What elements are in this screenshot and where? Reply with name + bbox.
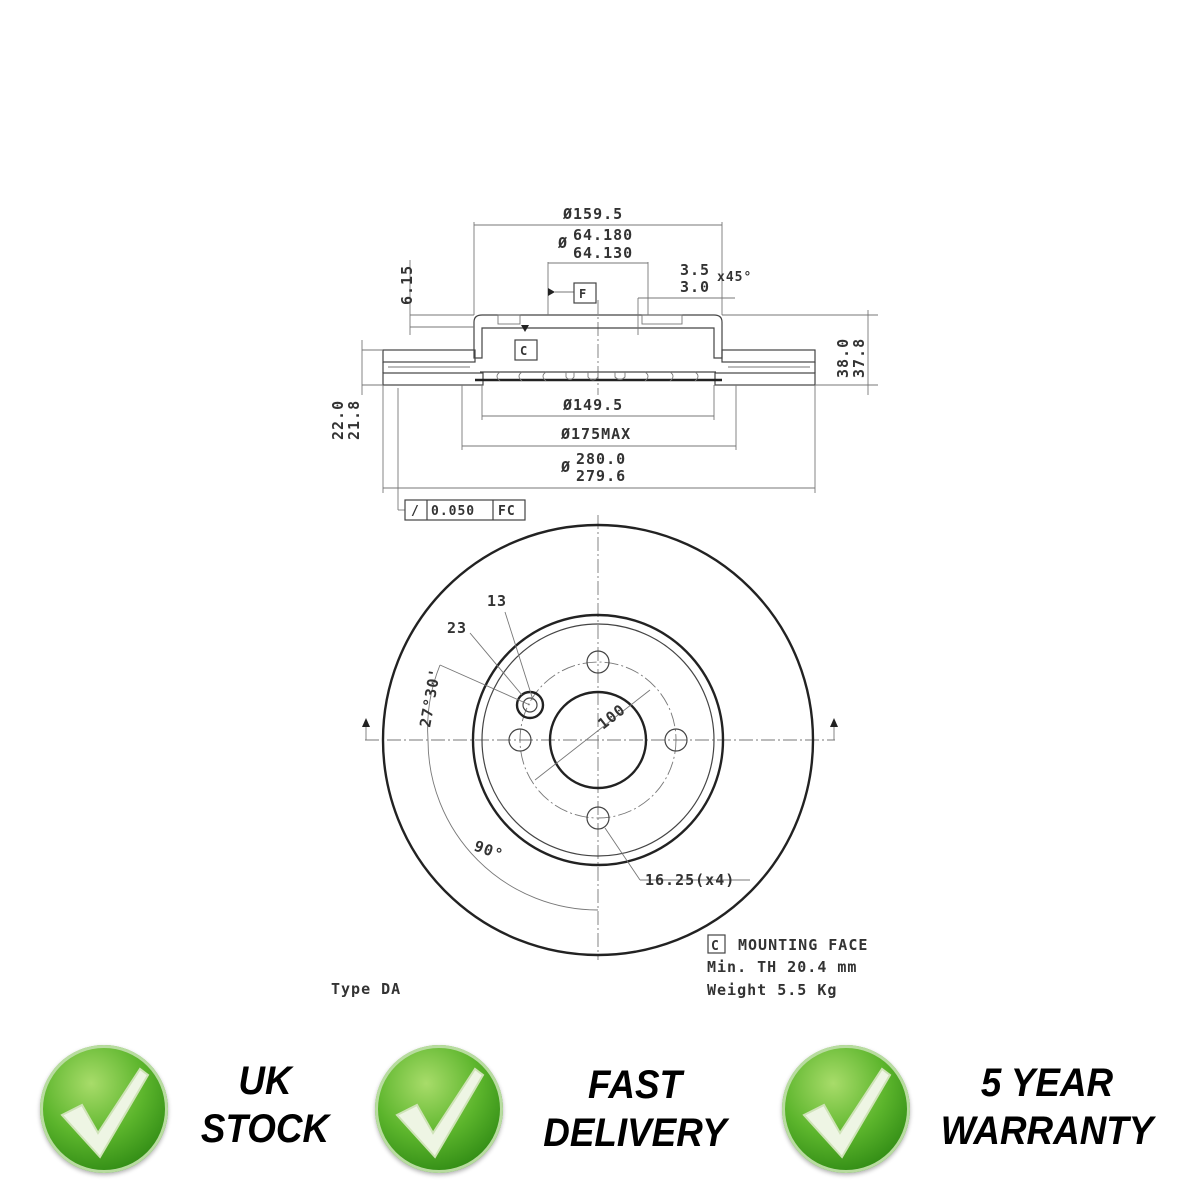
badge-line2: DELIVERY <box>543 1111 727 1155</box>
brake-disc-drawing: Ø159.5 Ø 64.180 64.130 6.15 3.5 3.0 x45°… <box>329 205 878 999</box>
outer-diameter-symbol: Ø <box>560 458 571 476</box>
dim-chamfer-angle: x45° <box>717 270 752 285</box>
angle-90: 90° <box>472 837 506 864</box>
bore-symbol: Ø <box>557 234 568 252</box>
dim-height-min: 37.8 <box>850 338 868 378</box>
min-thickness-label: Min. TH 20.4 mm <box>707 958 857 976</box>
weight-label: Weight 5.5 Kg <box>707 981 837 999</box>
check-icon <box>375 1045 503 1173</box>
badge-line2: STOCK <box>200 1107 330 1151</box>
dim-outer-max: 280.0 <box>576 450 626 468</box>
datum-c-label: C <box>520 344 528 358</box>
badge-line1: 5 YEAR <box>980 1061 1114 1105</box>
runout-reference: FC <box>498 504 516 519</box>
runout-symbol: / <box>411 504 420 519</box>
dim-chamfer-max: 3.5 <box>680 261 710 279</box>
runout-value: 0.050 <box>431 504 475 519</box>
mounting-face-label: MOUNTING FACE <box>738 936 868 954</box>
check-icon <box>782 1045 910 1173</box>
dim-height-max: 38.0 <box>834 338 852 378</box>
dim-pcd-100: 100 <box>594 700 629 733</box>
dim-inner-diameter: Ø149.5 <box>562 396 623 414</box>
type-label: Type DA <box>331 980 401 998</box>
dim-bore-max: 64.180 <box>573 226 633 244</box>
badge-5-year-warranty: 5 YEAR WARRANTY <box>782 1045 1153 1175</box>
dim-thickness-max: 22.0 <box>329 400 347 440</box>
dim-chamfer-min: 3.0 <box>680 278 710 296</box>
dim-23: 23 <box>447 619 467 637</box>
mounting-face-symbol: C <box>711 939 720 954</box>
dim-13: 13 <box>487 592 507 610</box>
dim-outer-min: 279.6 <box>576 467 626 485</box>
dim-hat-diameter: Ø159.5 <box>562 205 623 223</box>
plan-view: 13 23 27°30' 100 90° 16.25(x4) <box>362 515 838 960</box>
badge-line1: UK <box>238 1059 292 1103</box>
badge-uk-stock: UK STOCK <box>40 1045 380 1175</box>
badge-line1: FAST <box>587 1063 683 1107</box>
badge-line2: WARRANTY <box>940 1109 1154 1153</box>
section-view: Ø159.5 Ø 64.180 64.130 6.15 3.5 3.0 x45°… <box>329 205 878 521</box>
badge-fast-delivery: FAST DELIVERY <box>375 1045 727 1175</box>
notes: Type DA C MOUNTING FACE Min. TH 20.4 mm … <box>331 934 868 999</box>
dim-bolt-holes: 16.25(x4) <box>645 871 735 889</box>
dim-175-max: Ø175MAX <box>560 425 631 443</box>
dim-bore-min: 64.130 <box>573 244 633 262</box>
dim-thickness-min: 21.8 <box>345 400 363 440</box>
datum-f-label: F <box>579 287 587 301</box>
dim-hat-depth: 6.15 <box>398 265 416 305</box>
check-icon <box>40 1045 168 1173</box>
angle-27-30: 27°30' <box>416 666 444 728</box>
